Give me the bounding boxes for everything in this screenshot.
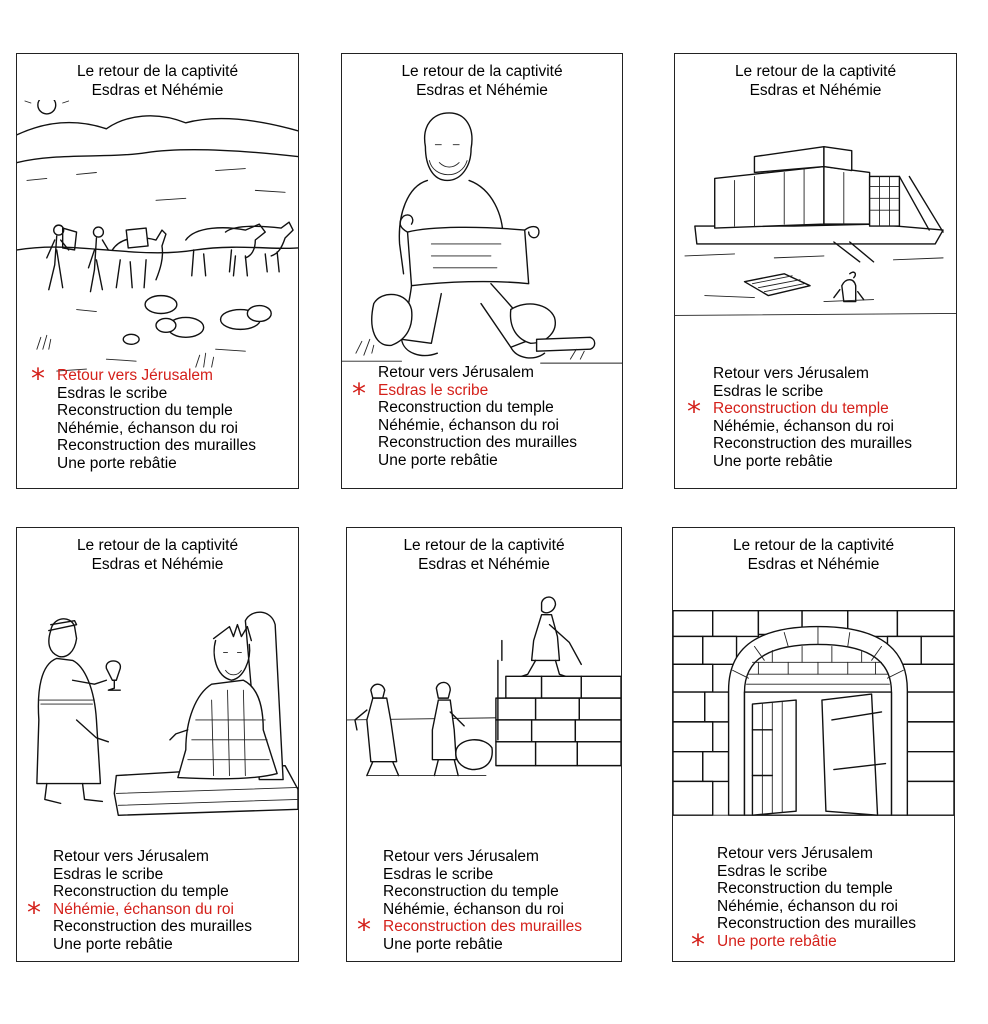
title-line-1: Le retour de la captivité xyxy=(734,63,897,80)
card-title: Le retour de la captivité Esdras et Néhé… xyxy=(17,62,298,100)
list-item-porte: *Une porte rebâtie xyxy=(691,927,837,961)
list-item-retour: Retour vers Jérusalem xyxy=(717,845,873,862)
list-item-porte: Une porte rebâtie xyxy=(53,935,173,953)
title-line-1: Le retour de la captivité xyxy=(401,63,563,80)
star-marker-icon: * xyxy=(27,895,41,929)
title-line-1: Le retour de la captivité xyxy=(76,537,239,554)
list-item-murailles: Reconstruction des murailles xyxy=(378,434,578,452)
list-item-murailles: Reconstruction des murailles xyxy=(713,435,913,453)
card-title: Le retour de la captivité Esdras et Néhé… xyxy=(342,62,622,100)
list-item-nehemie: Néhémie, échanson du roi xyxy=(383,900,564,918)
illustration-travelers xyxy=(17,100,298,385)
topic-list: Retour vers Jérusalem Esdras le scribe R… xyxy=(691,845,917,961)
illustration-scribe xyxy=(342,104,622,379)
list-item-esdras: Esdras le scribe xyxy=(57,384,168,402)
list-item-murailles: Reconstruction des murailles xyxy=(53,918,253,936)
title-line-1: Le retour de la captivité xyxy=(76,63,239,80)
list-item-nehemie: *Néhémie, échanson du roi xyxy=(27,895,234,929)
card-esdras-le-scribe: Le retour de la captivité Esdras et Néhé… xyxy=(341,53,623,489)
title-line-1: Le retour de la captivité xyxy=(403,537,565,554)
list-item-temple: *Reconstruction du temple xyxy=(687,395,889,429)
title-line-2: Esdras et Néhémie xyxy=(91,556,224,573)
illustration-wall-builders xyxy=(347,580,621,850)
list-item-esdras: Esdras le scribe xyxy=(383,865,494,883)
topic-list: Retour vers Jérusalem Esdras le scribe R… xyxy=(357,848,583,954)
list-item-retour: Retour vers Jérusalem xyxy=(383,848,539,865)
card-reconstruction-temple: Le retour de la captivité Esdras et Néhé… xyxy=(674,53,957,489)
star-marker-icon: * xyxy=(31,362,45,395)
card-title: Le retour de la captivité Esdras et Néhé… xyxy=(675,62,956,100)
list-item-temple: Reconstruction du temple xyxy=(383,883,559,901)
list-item-retour: Retour vers Jérusalem xyxy=(378,364,534,381)
title-line-2: Esdras et Néhémie xyxy=(416,82,548,99)
topic-list: Retour vers Jérusalem Esdras le scribe R… xyxy=(27,848,253,954)
illustration-temple xyxy=(675,106,956,376)
illustration-cupbearer xyxy=(17,580,298,850)
list-item-temple: Reconstruction du temple xyxy=(378,399,554,417)
list-item-murailles: *Reconstruction des murailles xyxy=(357,913,583,947)
title-line-2: Esdras et Néhémie xyxy=(749,82,882,99)
star-marker-icon: * xyxy=(687,395,701,429)
star-marker-icon: * xyxy=(352,376,366,410)
list-item-retour: Retour vers Jérusalem xyxy=(713,365,869,382)
illustration-gate xyxy=(673,580,954,830)
list-item-nehemie: Néhémie, échanson du roi xyxy=(713,417,894,435)
list-item-esdras: Esdras le scribe xyxy=(53,865,164,883)
list-item-esdras: Esdras le scribe xyxy=(717,862,828,880)
list-item-murailles: Reconstruction des murailles xyxy=(57,437,257,455)
card-retour-vers-jerusalem: Le retour de la captivité Esdras et Néhé… xyxy=(16,53,299,489)
card-reconstruction-murailles: Le retour de la captivité Esdras et Néhé… xyxy=(346,527,622,962)
title-line-2: Esdras et Néhémie xyxy=(418,556,550,573)
topic-list: Retour vers Jérusalem Esdras le scribe *… xyxy=(687,365,913,471)
list-item-esdras: *Esdras le scribe xyxy=(352,376,489,410)
star-marker-icon: * xyxy=(357,913,371,947)
list-item-esdras: Esdras le scribe xyxy=(713,382,824,400)
title-line-2: Esdras et Néhémie xyxy=(747,556,880,573)
list-item-murailles: Reconstruction des murailles xyxy=(717,915,917,933)
card-title: Le retour de la captivité Esdras et Néhé… xyxy=(17,536,298,574)
list-item-temple: Reconstruction du temple xyxy=(57,402,233,420)
list-item-temple: Reconstruction du temple xyxy=(717,880,893,898)
list-item-porte: Une porte rebâtie xyxy=(713,452,833,470)
card-nehemie-echanson: Le retour de la captivité Esdras et Néhé… xyxy=(16,527,299,962)
list-item-porte: Une porte rebâtie xyxy=(57,454,177,472)
card-porte-rebatie: Le retour de la captivité Esdras et Néhé… xyxy=(672,527,955,962)
topic-list: Retour vers Jérusalem *Esdras le scribe … xyxy=(352,364,578,470)
list-item-nehemie: Néhémie, échanson du roi xyxy=(378,416,559,434)
star-marker-icon: * xyxy=(691,927,705,961)
list-item-nehemie: Néhémie, échanson du roi xyxy=(57,419,238,437)
card-title: Le retour de la captivité Esdras et Néhé… xyxy=(347,536,621,574)
list-item-temple: Reconstruction du temple xyxy=(53,883,229,901)
card-title: Le retour de la captivité Esdras et Néhé… xyxy=(673,536,954,574)
topic-list: *Retour vers Jérusalem Esdras le scribe … xyxy=(31,362,257,473)
list-item-porte: Une porte rebâtie xyxy=(383,935,503,953)
list-item-porte: Une porte rebâtie xyxy=(378,451,498,469)
list-item-retour: *Retour vers Jérusalem xyxy=(31,362,213,395)
title-line-1: Le retour de la captivité xyxy=(732,537,895,554)
list-item-retour: Retour vers Jérusalem xyxy=(53,848,209,865)
title-line-2: Esdras et Néhémie xyxy=(91,82,224,99)
list-item-nehemie: Néhémie, échanson du roi xyxy=(717,897,898,915)
